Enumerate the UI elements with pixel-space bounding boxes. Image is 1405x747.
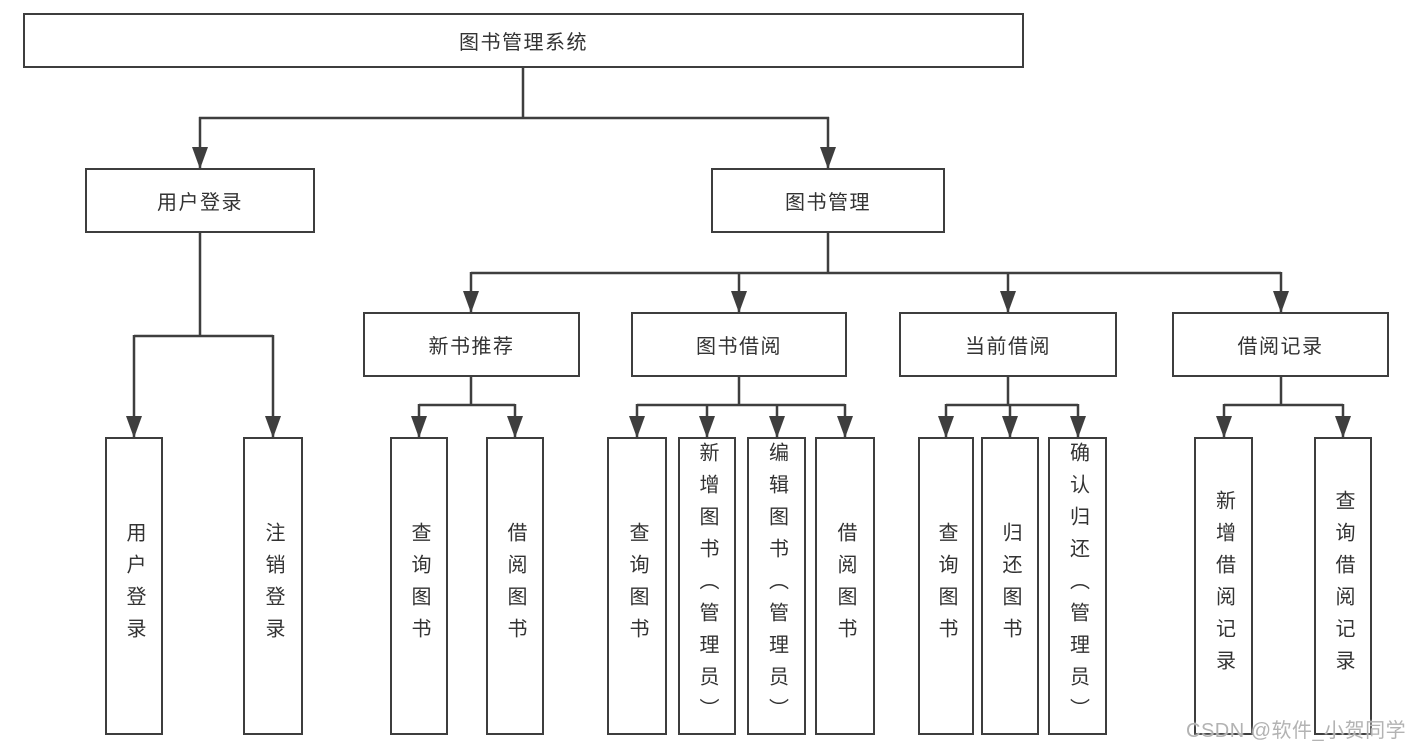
node-book-borrowing: 图书借阅 — [631, 312, 847, 377]
leaf-user-login: 用户登录 — [105, 437, 163, 735]
node-book-management: 图书管理 — [711, 168, 945, 233]
node-new-book-recommend: 新书推荐 — [363, 312, 580, 377]
leaf-add-books-admin: 新增图书（管理员） — [678, 437, 736, 735]
leaf-add-borrow-record: 新增借阅记录 — [1194, 437, 1253, 735]
leaf-query-books-current: 查询图书 — [918, 437, 974, 735]
leaf-logout: 注销登录 — [243, 437, 303, 735]
leaf-query-borrow-record: 查询借阅记录 — [1314, 437, 1372, 735]
node-library-management-system: 图书管理系统 — [23, 13, 1024, 68]
leaf-return-books: 归还图书 — [981, 437, 1039, 735]
leaf-confirm-return-admin: 确认归还（管理员） — [1048, 437, 1107, 735]
leaf-edit-books-admin: 编辑图书（管理员） — [747, 437, 806, 735]
leaf-query-books-recommend: 查询图书 — [390, 437, 448, 735]
csdn-watermark: CSDN @软件_小贺同学 — [1186, 720, 1405, 742]
leaf-query-books-borrowing: 查询图书 — [607, 437, 667, 735]
leaf-borrow-books: 借阅图书 — [815, 437, 875, 735]
leaf-borrow-books-recommend: 借阅图书 — [486, 437, 544, 735]
node-user-login: 用户登录 — [85, 168, 315, 233]
node-current-borrowing: 当前借阅 — [899, 312, 1117, 377]
node-borrowing-records: 借阅记录 — [1172, 312, 1389, 377]
